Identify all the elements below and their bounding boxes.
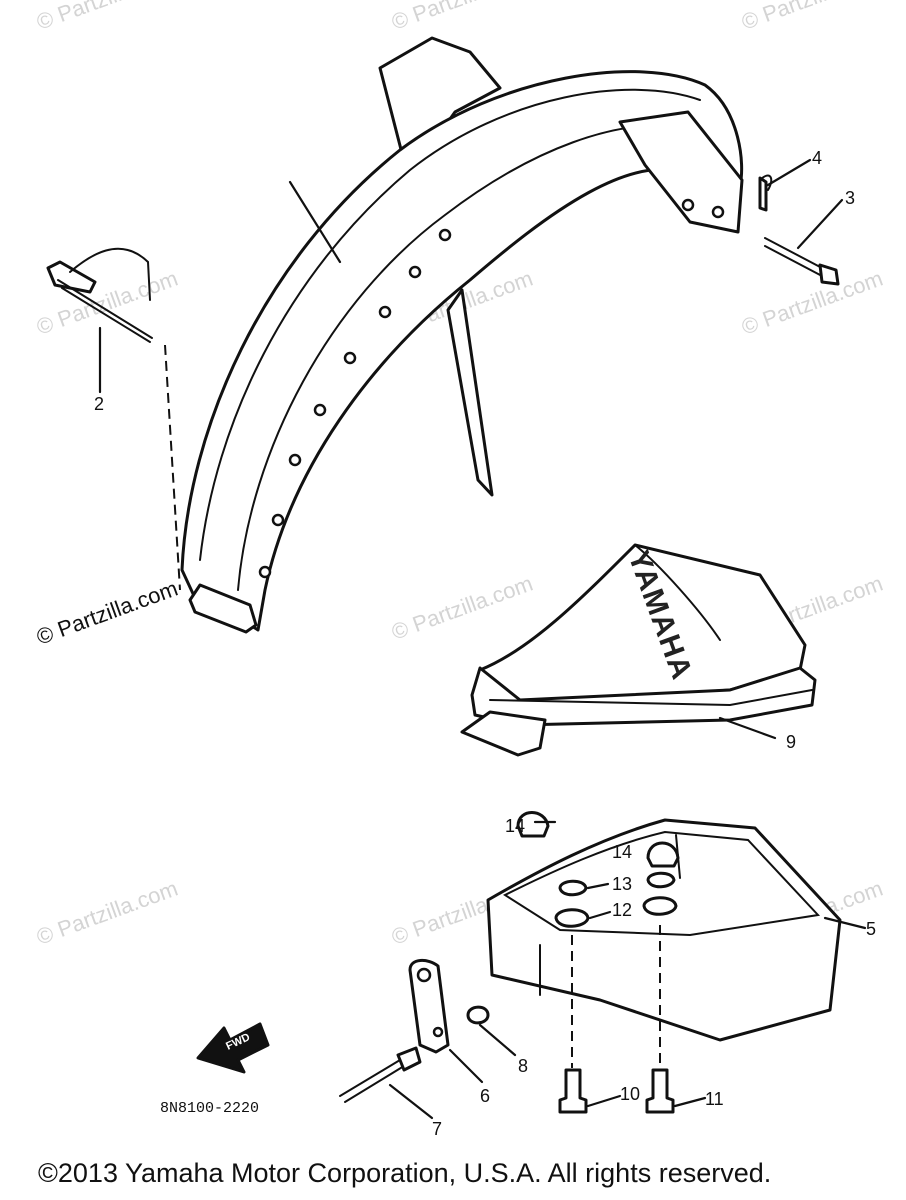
copyright-notice: ©2013 Yamaha Motor Corporation, U.S.A. A… <box>38 1158 772 1188</box>
watermark-text: © Partzilla.com <box>33 576 181 650</box>
callout-4: 4 <box>812 148 822 168</box>
watermark-text: © Partzilla.com <box>33 0 181 35</box>
watermark-text: © Partzilla.com <box>388 571 536 645</box>
callout-3: 3 <box>845 188 855 208</box>
watermark-text: © Partzilla.com <box>738 0 886 35</box>
forward-arrow: FWD <box>196 1022 270 1074</box>
diagram-code: 8N8100-2220 <box>160 1100 259 1117</box>
watermark-text: © Partzilla.com <box>388 0 536 35</box>
under-tray <box>486 818 867 1042</box>
callout-8: 8 <box>518 1056 528 1076</box>
callout-2: 2 <box>94 394 104 414</box>
watermark-text: © Partzilla.com <box>33 876 181 950</box>
callout-14-upper: 14 <box>505 816 525 836</box>
fasteners <box>516 811 681 1070</box>
callout-11: 11 <box>705 1089 724 1109</box>
bracket-screw-washer <box>339 959 517 1120</box>
watermark-text: © Partzilla.com <box>738 266 886 340</box>
callout-9: 9 <box>786 732 796 752</box>
callout-12: 12 <box>612 900 632 920</box>
callout-13: 13 <box>612 874 632 894</box>
callout-5: 5 <box>866 919 876 939</box>
callout-7: 7 <box>432 1119 442 1139</box>
rear-fender <box>180 36 744 634</box>
callout-14-lower: 14 <box>612 842 632 862</box>
callout-10: 10 <box>620 1084 640 1104</box>
callout-6: 6 <box>480 1086 490 1106</box>
seat-cover: YAMAHA <box>460 543 817 757</box>
bolt-and-cotter <box>758 158 844 286</box>
callouts: 2 4 3 9 14 14 13 12 5 8 6 10 11 7 <box>94 148 876 1139</box>
tray-bolts <box>558 1068 707 1114</box>
pin-clip <box>46 247 181 591</box>
